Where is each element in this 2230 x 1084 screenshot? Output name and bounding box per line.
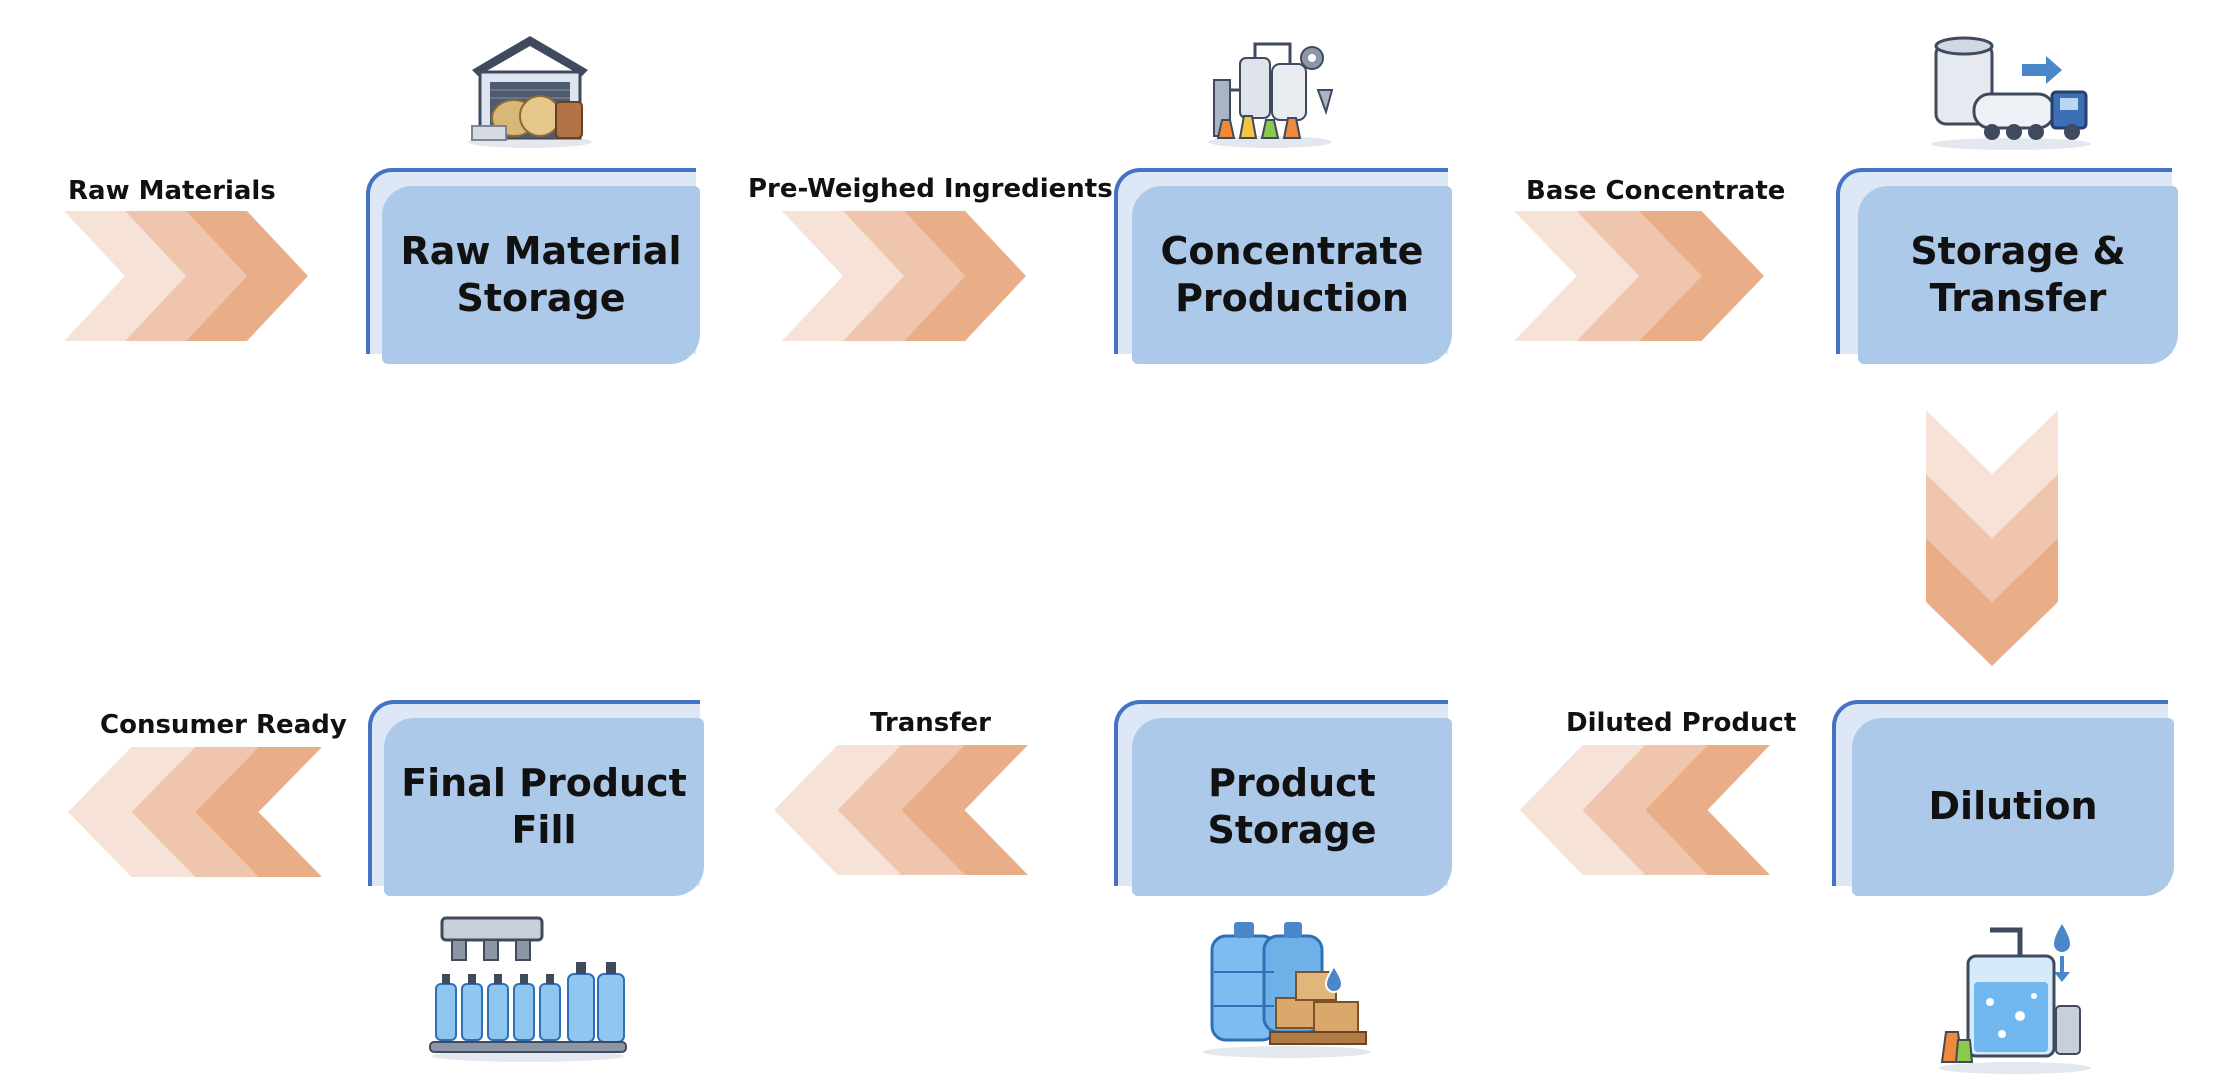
step-final-product-fill: Final Product Fill	[368, 700, 704, 896]
chevron-segment	[1520, 745, 1645, 875]
flow-label-consumer-ready: Consumer Ready	[100, 710, 347, 740]
step-title: Final Product Fill	[401, 760, 687, 853]
chevron-segment	[186, 211, 308, 341]
flow-label-transfer: Transfer	[870, 708, 991, 738]
water-jugs-boxes-icon	[1203, 922, 1371, 1058]
flow-arrow-1	[64, 211, 308, 341]
warehouse-icon	[468, 36, 592, 148]
step-dilution: Dilution	[1832, 700, 2174, 896]
step-raw-material-storage: Raw Material Storage	[366, 168, 700, 364]
flow-label-raw-materials: Raw Materials	[68, 176, 276, 206]
bottle-filling-line-icon	[429, 916, 627, 1062]
flow-arrow-7	[68, 747, 322, 877]
chevron-segment	[904, 211, 1026, 341]
flow-arrow-6	[774, 745, 1028, 875]
flow-label-base-concentrate: Base Concentrate	[1526, 176, 1786, 206]
step-concentrate-production: Concentrate Production	[1114, 168, 1452, 364]
step-title: Product Storage	[1207, 760, 1377, 853]
chevron-segment	[774, 745, 901, 875]
step-storage-and-transfer: Storage & Transfer	[1836, 168, 2178, 364]
step-title: Concentrate Production	[1160, 228, 1424, 321]
flow-arrow-2	[782, 211, 1026, 341]
chevron-segment	[1639, 211, 1764, 341]
tank-truck-icon	[1931, 36, 2091, 150]
step-product-storage: Product Storage	[1114, 700, 1452, 896]
flow-arrow-3	[1514, 211, 1764, 341]
step-title: Raw Material Storage	[400, 228, 682, 321]
flow-arrow-5	[1520, 745, 1770, 875]
flow-label-pre-weighed-ingredients: Pre-Weighed Ingredients	[748, 174, 1113, 204]
step-title: Dilution	[1928, 784, 2098, 829]
chevron-segment	[68, 747, 195, 877]
chevron-segment	[1926, 538, 2058, 666]
dilution-tank-icon	[1939, 924, 2091, 1074]
chemical-plant-icon	[1208, 42, 1334, 148]
flow-label-diluted-product: Diluted Product	[1566, 708, 1797, 738]
step-title: Storage & Transfer	[1910, 228, 2126, 321]
flow-arrow-4	[1926, 410, 2058, 666]
